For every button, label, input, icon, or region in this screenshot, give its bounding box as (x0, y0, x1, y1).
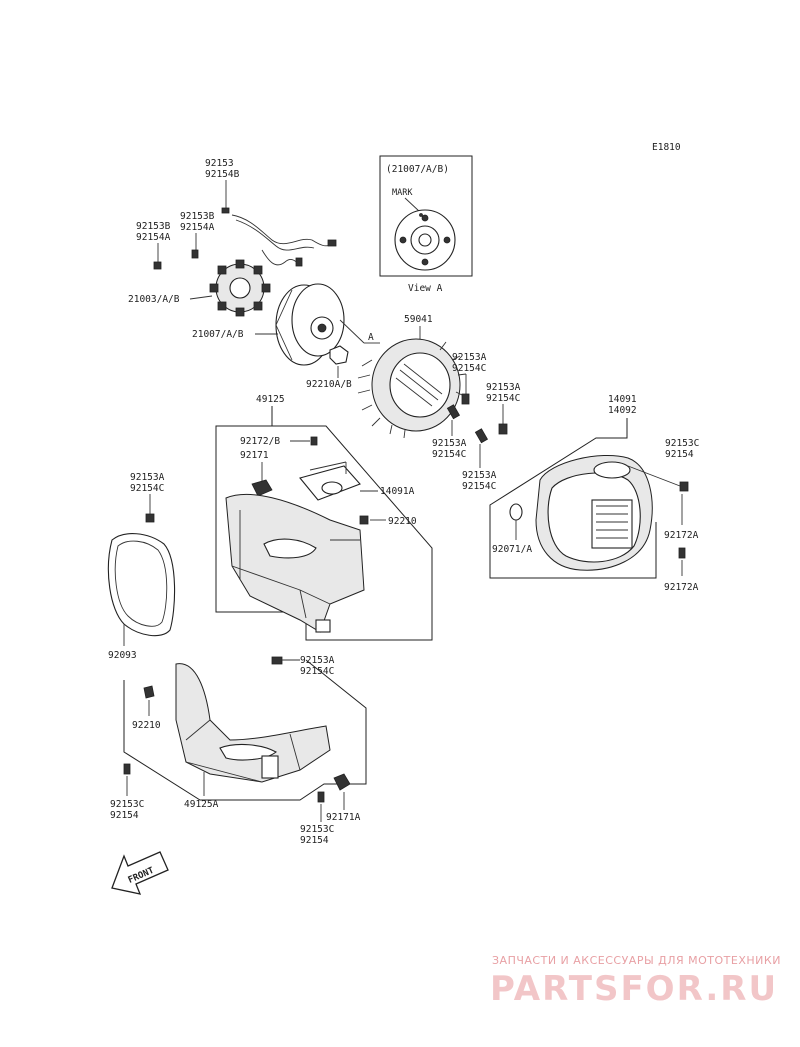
label-49125: 49125 (256, 394, 285, 405)
label-92154c-bottom: 92154C (300, 666, 334, 677)
bolt-icon (145, 513, 155, 523)
bolt-icon (317, 791, 325, 803)
label-92154c-3: 92154C (432, 449, 466, 460)
label-92153b-left: 92153B (136, 221, 171, 232)
label-14092: 14092 (608, 405, 637, 416)
screw-icon (221, 207, 230, 214)
cooling-fan: 59041 (357, 314, 467, 439)
lower-shroud-assembly: 92210 92153C 92154 49125A 92171A 92153C … (110, 659, 367, 846)
screw-icon (678, 547, 686, 559)
bolt-icon (474, 428, 489, 444)
rotor-assembly: 21007/A/B A 92210A/B (192, 283, 380, 390)
shroud-bolt: 92153A 92154C (271, 655, 335, 677)
label-92153a-3: 92153A (432, 438, 467, 449)
label-92172a-1: 92172A (664, 530, 699, 541)
label-92153a-4: 92153A (462, 470, 497, 481)
nut-icon (329, 345, 349, 365)
label-92154a: 92154A (180, 222, 215, 233)
label-92154c-1: 92154C (452, 363, 486, 374)
view-a-frame (379, 155, 473, 277)
fan-icon (357, 338, 467, 439)
label-92154a-left: 92154A (136, 232, 171, 243)
label-92172a-2: 92172A (664, 582, 699, 593)
label-92153b: 92153B (180, 211, 215, 222)
fan-cover-assembly: 14091 14092 92071/A 92153C 92154 92172A … (489, 394, 699, 593)
clip-icon (251, 479, 273, 497)
watermark: ЗАПЧАСТИ И АКСЕССУАРЫ ДЛЯ МОТОТЕХНИКИ PA… (490, 954, 781, 1009)
label-92171a: 92171A (326, 812, 361, 823)
bolt-icon (271, 656, 283, 665)
label-92172b: 92172/B (240, 436, 280, 447)
lower-shroud-icon (175, 663, 331, 783)
view-a-inset: (21007/A/B) MARK View A (379, 155, 473, 294)
label-92153c-bottom-mid: 92153C (300, 824, 334, 835)
label-92154c-2: 92154C (486, 393, 520, 404)
label-92153a-2: 92153A (486, 382, 521, 393)
view-letter: A (368, 332, 374, 343)
wire-harness (231, 214, 333, 247)
fan-cover-icon (535, 455, 653, 571)
label-92153c-bottom-left: 92153C (110, 799, 144, 810)
shroud-icon (225, 493, 365, 633)
label-92154c-4: 92154C (462, 481, 496, 492)
bolt-icon (498, 423, 508, 435)
grommet-icon (143, 685, 155, 699)
label-92153a-1: 92153A (452, 352, 487, 363)
screw-icon (191, 249, 199, 259)
bolt-icon (679, 481, 689, 492)
watermark-brand: PARTSFOR.RU (490, 969, 778, 1009)
diagram-code: E1810 (652, 142, 681, 153)
label-92154b: 92154B (205, 169, 240, 180)
label-49125a: 49125A (184, 799, 219, 810)
label-21007: 21007/A/B (192, 329, 244, 340)
screw-icon (153, 261, 162, 270)
label-21003: 21003/A/B (128, 294, 180, 305)
shroud-assembly: 49125 92172/B 92171 14091A 92210 (215, 394, 433, 641)
label-92171: 92171 (240, 450, 269, 461)
stator-coil-icon (209, 259, 271, 317)
view-a-mark-label: MARK (392, 188, 413, 198)
view-a-ref: (21007/A/B) (386, 164, 449, 175)
label-92153c-right: 92153C (665, 438, 699, 449)
bolt-icon (123, 763, 131, 775)
grommet-icon (509, 503, 523, 521)
label-59041: 59041 (404, 314, 433, 325)
front-arrow-icon: FRONT (111, 851, 169, 895)
label-92153: 92153 (205, 158, 234, 169)
label-92210-low: 92210 (132, 720, 161, 731)
label-14091a: 14091A (380, 486, 415, 497)
label-92154-bottom-left: 92154 (110, 810, 139, 821)
label-92154c-left: 92154C (130, 483, 164, 494)
label-92210ab: 92210A/B (306, 379, 352, 390)
bolt-icon (461, 393, 470, 405)
rotor-face-icon (394, 209, 456, 271)
view-a-caption: View A (408, 283, 443, 294)
label-92153a-bottom: 92153A (300, 655, 335, 666)
label-92071a: 92071/A (492, 544, 532, 555)
grommet-icon (359, 515, 369, 525)
screw-icon (310, 436, 318, 446)
fan-bolts: 92153A 92154C 92153A 92154C 92153A 92154… (432, 352, 521, 492)
label-92153a-left: 92153A (130, 472, 165, 483)
label-92154-bottom-mid: 92154 (300, 835, 329, 846)
label-92210-mid: 92210 (388, 516, 417, 527)
gasket-icon (107, 533, 176, 637)
label-92093: 92093 (108, 650, 137, 661)
label-92154-right: 92154 (665, 449, 694, 460)
clip-icon (333, 773, 351, 791)
gasket-assembly: 92153A 92154C 92093 (107, 472, 176, 661)
label-14091: 14091 (608, 394, 637, 405)
bolt-icon (446, 404, 461, 420)
watermark-tagline: ЗАПЧАСТИ И АКСЕССУАРЫ ДЛЯ МОТОТЕХНИКИ (492, 954, 781, 967)
stator-assembly: 92153 92154B 92153B 92154A 92153B 92154A (128, 158, 337, 317)
